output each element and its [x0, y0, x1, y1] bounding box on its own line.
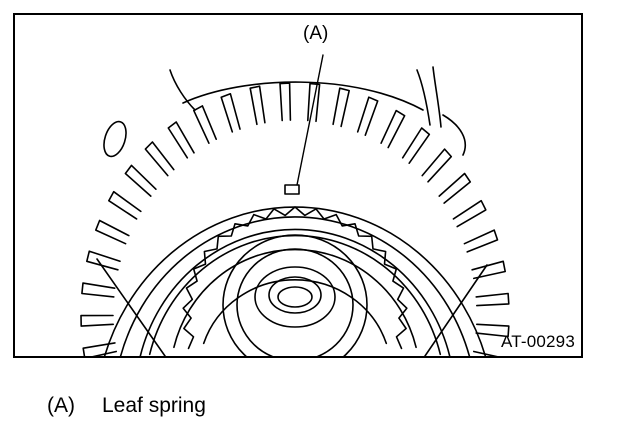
drum-tooth [452, 199, 487, 228]
drum-tooth [82, 342, 117, 356]
drum-tooth [463, 229, 499, 253]
case-outline [96, 258, 166, 356]
case-hole [103, 120, 127, 158]
hub-ring-3 [254, 266, 336, 328]
drum-tooth [356, 96, 379, 136]
drum-tooth [475, 292, 510, 307]
tool-outline-2 [432, 66, 442, 128]
hub-bore [277, 286, 313, 308]
drum-tooth [307, 82, 321, 123]
drum-tooth [471, 260, 506, 280]
callout-leader-line [296, 54, 324, 186]
hub-ring-2 [236, 248, 354, 356]
case-outline-right [424, 264, 488, 356]
drum-rim-2 [119, 216, 471, 356]
callout-label-a: (A) [303, 23, 329, 44]
legend-key: (A) [47, 394, 75, 417]
drum-tooth [473, 350, 498, 356]
leaf-spring [284, 184, 300, 195]
drum-tooth [380, 109, 406, 149]
drum-tooth [193, 105, 217, 144]
drum-tooth [144, 141, 175, 177]
drum-tooth [81, 282, 116, 298]
drum-tooth [167, 121, 195, 159]
hub-ring-4 [268, 276, 322, 314]
legend: (A) Leaf spring [47, 394, 206, 418]
drum-tooth [249, 85, 266, 126]
figure-frame: (A) AT-00293 [13, 13, 583, 358]
inner-gear-teeth [182, 206, 408, 350]
drum-tooth [220, 93, 241, 133]
case-lobe [169, 69, 196, 111]
drum-rims [103, 206, 487, 356]
legend-text: Leaf spring [102, 394, 206, 417]
drum-rim-3 [139, 228, 451, 356]
drum-tooth [401, 127, 431, 164]
case-top-contour [182, 81, 424, 111]
figure-code: AT-00293 [500, 332, 575, 351]
tool-outline [416, 69, 431, 126]
drum-teeth [80, 82, 510, 356]
drum-tooth [475, 323, 510, 338]
inner-gear-profile [182, 206, 408, 350]
drum-tooth [332, 87, 350, 128]
drum-tooth [279, 82, 292, 122]
drum-tooth [124, 164, 157, 197]
hub-ring-1 [222, 234, 368, 356]
drum-tooth [108, 190, 142, 220]
drum-tooth [421, 148, 453, 183]
drum-tooth [80, 314, 114, 327]
drum-tooth [95, 219, 130, 245]
drum-tooth [438, 172, 472, 204]
drum-tooth [86, 250, 121, 271]
tool-outline-3 [442, 114, 467, 156]
clutch-drum-illustration [80, 54, 510, 356]
drum-rim-5 [173, 248, 417, 349]
inner-gear-base [202, 279, 388, 345]
